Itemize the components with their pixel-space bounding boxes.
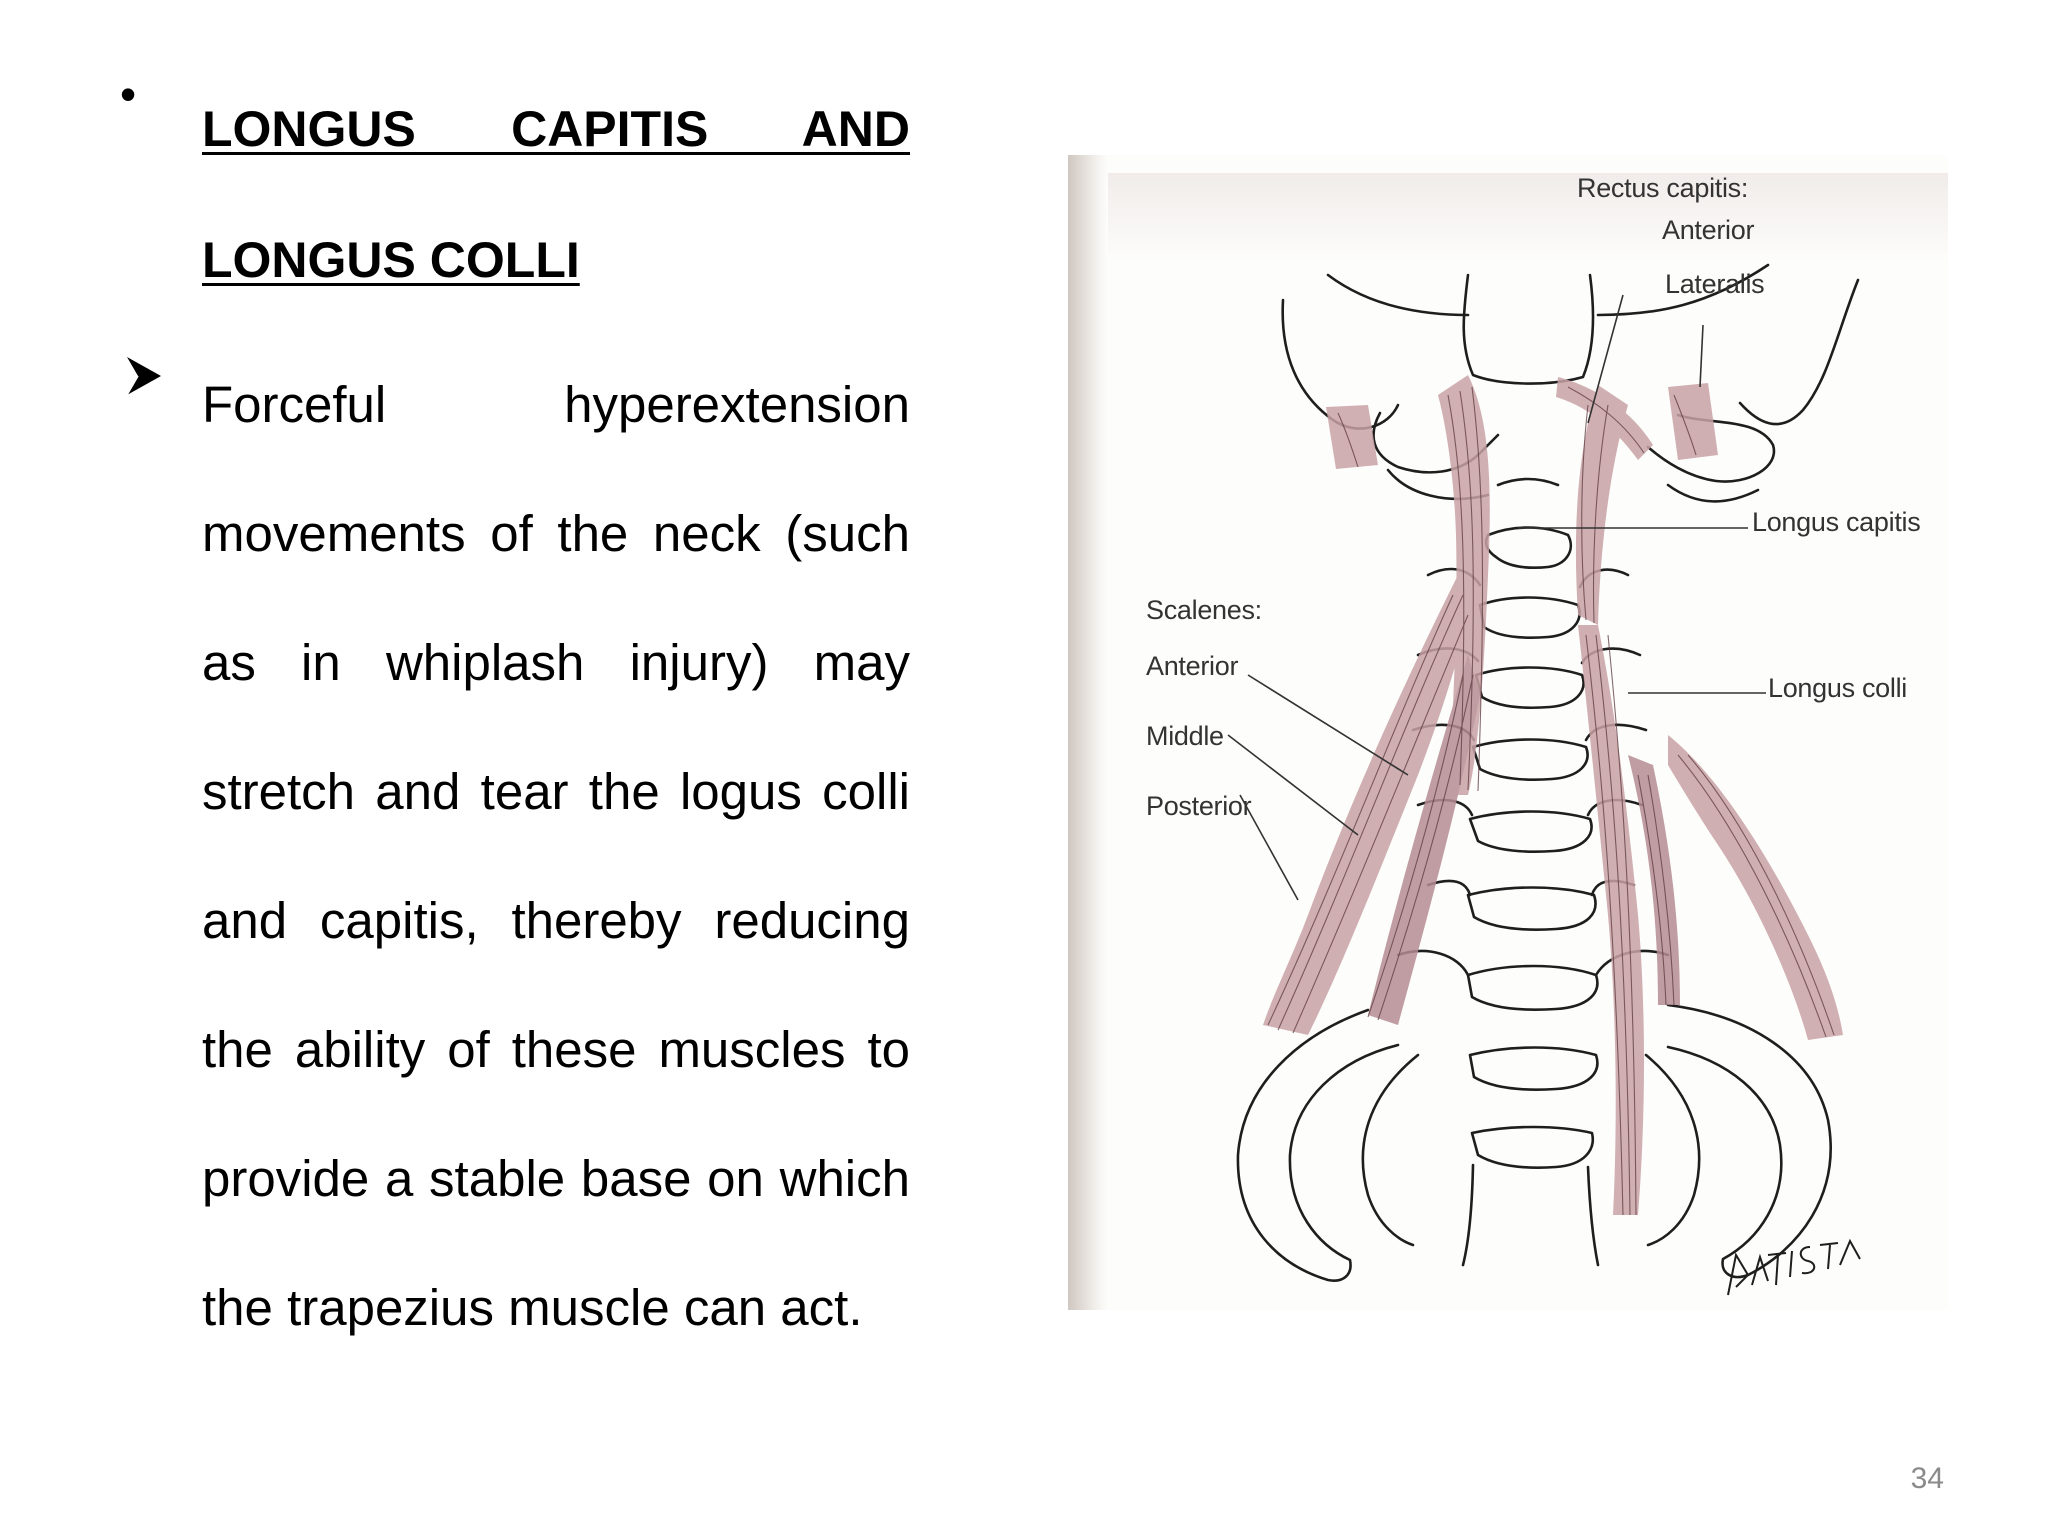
muscle-fibres	[1267, 386, 1835, 1216]
arrow-bullet-icon	[126, 357, 161, 396]
cervical-vertebrae	[1461, 477, 1600, 1267]
label-rectus-lateralis: Lateralis	[1665, 269, 1765, 299]
artist-signature	[1727, 1238, 1861, 1296]
rib-right-outer	[1666, 1003, 1832, 1279]
slide-heading: LONGUS CAPITIS AND LONGUS COLLI	[202, 101, 910, 288]
text-column: • LONGUS CAPITIS AND LONGUS COLLI Forcef…	[120, 68, 910, 1372]
anatomy-drawing	[1227, 263, 1861, 1296]
bullet-dot: •	[120, 68, 137, 120]
scan-shadow	[1068, 155, 1108, 1310]
heading-item: • LONGUS CAPITIS AND LONGUS COLLI	[120, 64, 910, 326]
atlas-right	[1646, 413, 1776, 483]
neck-muscles-illustration: Rectus capitis: Anterior Lateralis Longu…	[1068, 155, 1948, 1310]
page-number: 34	[1910, 1462, 1944, 1495]
label-scalene-middle: Middle	[1146, 721, 1224, 751]
foramen-outline	[1462, 273, 1595, 385]
skull-right-outline	[1738, 278, 1860, 426]
scan-band	[1108, 173, 1948, 263]
label-rectus-capitis: Rectus capitis:	[1577, 173, 1749, 203]
leader-lines	[1227, 294, 1766, 901]
label-longus-colli: Longus colli	[1768, 673, 1907, 703]
body-item: Forceful hyperextension movements of the…	[120, 340, 910, 1372]
label-rectus-anterior: Anterior	[1662, 215, 1755, 245]
label-scalene-anterior: Anterior	[1146, 651, 1239, 681]
body-paragraph: Forceful hyperextension movements of the…	[202, 376, 910, 1336]
label-scalenes: Scalenes:	[1146, 595, 1262, 625]
label-longus-capitis: Longus capitis	[1752, 507, 1921, 537]
rib-left-outer	[1236, 1008, 1400, 1282]
label-scalene-posterior: Posterior	[1146, 791, 1252, 821]
